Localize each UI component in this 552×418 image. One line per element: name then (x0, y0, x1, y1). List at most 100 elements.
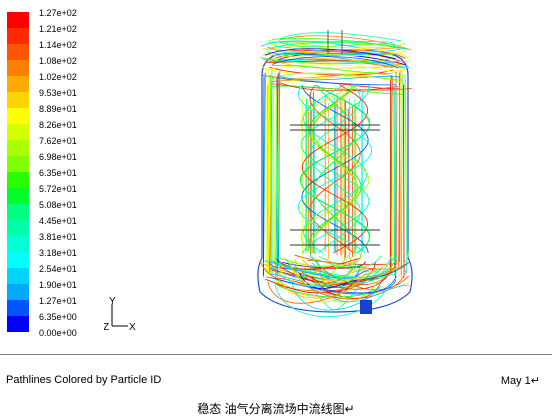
pathline (269, 42, 392, 47)
pathline (317, 282, 410, 303)
axis-z-label: Z (104, 322, 109, 333)
legend-swatch (7, 12, 29, 28)
pathline (262, 74, 396, 86)
legend-swatch (7, 268, 29, 284)
legend-swatch (7, 60, 29, 76)
pathline (272, 72, 402, 81)
pathline (300, 84, 370, 254)
pathline (271, 263, 358, 287)
legend-swatch (7, 284, 29, 300)
pathline (265, 278, 352, 294)
pathline (299, 84, 371, 254)
legend-tick-label: 6.98e+01 (39, 152, 77, 162)
legend-tick-label: 2.54e+01 (39, 264, 77, 274)
pathline (263, 53, 411, 62)
legend-swatch (7, 28, 29, 44)
pathline (265, 41, 408, 50)
legend-swatch (7, 108, 29, 124)
pathline (404, 76, 408, 274)
legend-tick-label: 5.08e+01 (39, 200, 77, 210)
legend-tick-label: 8.26e+01 (39, 120, 77, 130)
pathline (293, 257, 362, 267)
legend-tick-label: 3.81e+01 (39, 232, 77, 242)
pathline (299, 273, 358, 289)
legend-swatch (7, 140, 29, 156)
pathline (318, 255, 382, 268)
pathline (275, 270, 367, 299)
figure-caption: 稳态 油气分离流场中流线图↵ (197, 402, 355, 416)
legend-swatch (7, 172, 29, 188)
pathline (311, 84, 359, 254)
pathline (262, 64, 406, 77)
legend-swatch (7, 316, 29, 332)
pathline (275, 81, 278, 277)
pathline (270, 76, 273, 270)
pathline (301, 84, 369, 254)
pathline (264, 48, 396, 60)
pathline (307, 276, 352, 295)
pathline (278, 35, 412, 51)
pathline (277, 264, 380, 282)
pathline (294, 254, 397, 265)
pathline (269, 88, 272, 278)
pathline (274, 89, 277, 270)
legend-tick-label: 4.45e+01 (39, 216, 77, 226)
legend-tick-label: 1.27e+01 (39, 296, 77, 306)
pathline (300, 84, 370, 254)
pathline (308, 84, 362, 254)
legend-swatch (7, 188, 29, 204)
pathline (271, 37, 400, 49)
pathline (274, 75, 405, 85)
legend-tick-label: 8.89e+01 (39, 104, 77, 114)
legend-tick-label: 1.21e+02 (39, 24, 77, 34)
pathline (313, 269, 410, 291)
legend-swatch (7, 76, 29, 92)
pathline (274, 283, 390, 318)
pathline (262, 76, 265, 277)
pathline (291, 280, 382, 311)
legend-swatch (7, 204, 29, 220)
legend-swatch (7, 252, 29, 268)
pathline (403, 84, 405, 272)
pathline (309, 255, 392, 284)
legend-tick-label: 0.00e+00 (39, 328, 77, 338)
pathline (271, 52, 400, 64)
pathline (278, 75, 400, 81)
legend-swatch (7, 236, 29, 252)
pathline (271, 64, 393, 74)
legend-tick-label: 7.62e+01 (39, 136, 77, 146)
legend-tick-label: 1.08e+02 (39, 56, 77, 66)
pathline (273, 70, 276, 263)
pathline (265, 83, 268, 276)
legend-tick-label: 1.14e+02 (39, 40, 77, 50)
legend-tick-label: 5.72e+01 (39, 184, 77, 194)
pathline (290, 261, 366, 281)
pathline (260, 261, 391, 286)
pathline (280, 267, 358, 280)
axis-x-label: X (129, 322, 136, 333)
legend-swatch (7, 220, 29, 236)
pathline (327, 30, 343, 54)
pathline (300, 84, 370, 254)
divider (0, 354, 552, 355)
pathline (278, 279, 397, 294)
pathline (279, 32, 402, 42)
pathline (274, 60, 398, 69)
pathline (292, 270, 407, 300)
pathline (277, 70, 281, 265)
pathline (262, 48, 407, 57)
pathline (273, 76, 275, 262)
pathline-plot[interactable] (240, 30, 430, 340)
legend-swatch (7, 44, 29, 60)
pathline (393, 84, 395, 268)
pathline (312, 84, 358, 254)
pathline (309, 84, 361, 254)
pathline (297, 84, 373, 254)
plot-date: May 1↵ (500, 375, 540, 387)
pathline (260, 57, 393, 65)
outlet-pipe (360, 300, 372, 314)
legend-tick-label: 1.90e+01 (39, 280, 77, 290)
legend-tick-label: 6.35e+00 (39, 312, 77, 322)
